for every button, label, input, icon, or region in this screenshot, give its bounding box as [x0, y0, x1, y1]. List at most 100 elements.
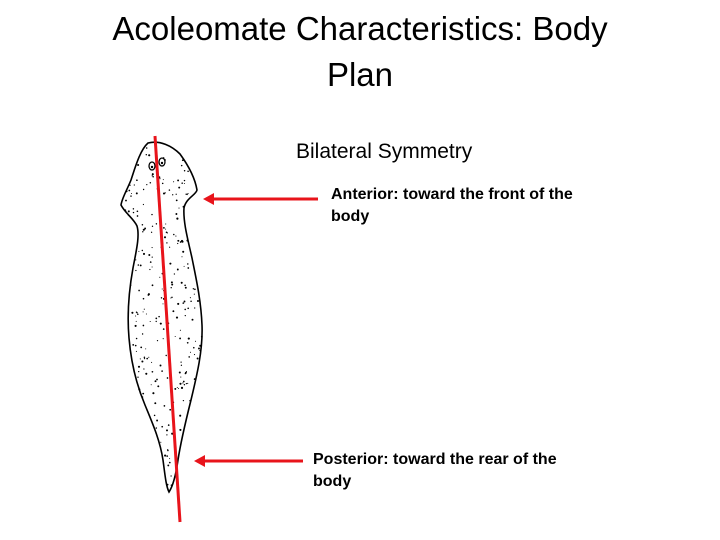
stipple-dot: [183, 300, 186, 303]
stipple-dot: [138, 250, 140, 252]
stipple-dot: [149, 320, 151, 323]
anterior-label-line-2: body: [331, 208, 370, 225]
stipple-dot: [142, 203, 144, 206]
stipple-dot: [142, 231, 144, 233]
stipple-dot: [125, 199, 127, 202]
stipple-dot: [151, 225, 154, 227]
stipple-dot: [176, 386, 178, 389]
anterior-arrowhead: [203, 193, 214, 205]
stipple-dot: [199, 344, 202, 347]
stipple-dot: [184, 308, 187, 311]
stipple-dot: [141, 396, 144, 398]
stipple-dot: [132, 344, 135, 346]
posterior-label-line-2: body: [313, 473, 352, 490]
stipple-dot: [124, 209, 127, 211]
stipple-dot: [137, 365, 141, 368]
stipple-dot: [182, 399, 185, 402]
stipple-dot: [154, 402, 157, 405]
stipple-dot: [189, 297, 191, 299]
stipple-dot: [179, 241, 182, 243]
stipple-dot: [135, 315, 137, 317]
stipple-dot: [164, 159, 166, 161]
stipple-dot: [159, 178, 161, 180]
stipple-dot: [149, 268, 151, 271]
stipple-dot: [151, 173, 154, 176]
stipple-dot: [138, 289, 140, 292]
stipple-dot: [180, 239, 184, 243]
stipple-dot: [160, 441, 162, 443]
stipple-dot: [131, 311, 134, 314]
stipple-dot: [135, 311, 138, 313]
stipple-dot: [149, 261, 152, 263]
stipple-dot: [167, 424, 170, 426]
stipple-dot: [135, 337, 138, 340]
stipple-dot: [171, 432, 174, 435]
stipple-dot: [151, 284, 154, 287]
anterior-label: Anterior: toward the front of the body: [331, 184, 631, 228]
stipple-dot: [186, 239, 189, 242]
stipple-dot: [135, 269, 137, 272]
posterior-label-line-1: Posterior: toward the rear of the: [313, 451, 557, 468]
stipple-dot: [161, 425, 164, 428]
stipple-dot: [184, 372, 187, 375]
stipple-dot: [141, 224, 144, 226]
stipple-dot: [133, 184, 135, 186]
stipple-dot: [145, 372, 148, 375]
stipple-dot: [187, 337, 190, 340]
stipple-dot: [188, 356, 191, 358]
posterior-arrowhead: [194, 455, 205, 467]
stipple-dot: [178, 207, 180, 209]
stipple-dot: [136, 215, 139, 217]
stipple-dot: [139, 358, 141, 360]
stipple-dot: [162, 328, 165, 330]
stipple-dot: [175, 316, 179, 319]
stipple-dot: [171, 296, 173, 299]
stipple-dot: [156, 419, 159, 422]
stipple-dot: [136, 179, 138, 182]
stipple-dot: [169, 458, 171, 460]
stipple-dot: [142, 311, 144, 313]
stipple-dot: [143, 358, 146, 360]
stipple-dot: [168, 461, 171, 464]
stipple-dot: [178, 371, 181, 374]
stipple-dot: [173, 273, 176, 275]
stipple-dot: [180, 164, 183, 167]
stipple-dot: [129, 184, 131, 186]
stipple-dot: [176, 217, 179, 220]
stipple-dot: [161, 288, 163, 290]
stipple-dot: [165, 223, 167, 225]
stipple-dot: [180, 376, 182, 378]
stipple-dot: [182, 302, 185, 304]
stipple-dot: [169, 408, 172, 411]
stipple-dot: [185, 193, 187, 195]
stipple-dot: [166, 377, 169, 379]
stipple-dot: [180, 281, 183, 284]
stipple-dot: [137, 163, 140, 167]
stipple-dot: [177, 387, 180, 390]
stipple-dot: [194, 307, 196, 309]
stipple-dot: [130, 284, 132, 286]
stipple-dot: [151, 213, 153, 216]
stipple-dot: [185, 370, 188, 373]
stipple-dot: [151, 175, 153, 177]
stipple-dot: [145, 154, 147, 156]
stipple-dot: [180, 361, 182, 363]
stipple-dot: [167, 464, 170, 467]
stipple-dot: [142, 297, 145, 300]
stipple-dot: [156, 339, 159, 342]
stipple-dot: [189, 351, 192, 353]
stipple-dot: [147, 293, 150, 296]
stipple-dot: [193, 293, 195, 295]
stipple-dot: [138, 388, 141, 391]
stipple-dot: [173, 233, 175, 236]
stipple-dot: [137, 376, 139, 378]
stipple-dot: [175, 235, 177, 237]
stipple-dot: [182, 382, 184, 384]
stipple-dot: [137, 264, 140, 266]
title-line-1: Acoleomate Characteristics: Body: [112, 10, 608, 47]
stipple-dot: [149, 181, 152, 184]
stipple-dot: [179, 382, 182, 385]
flatworm-outline: [120, 141, 203, 494]
stipple-dot: [187, 307, 190, 310]
